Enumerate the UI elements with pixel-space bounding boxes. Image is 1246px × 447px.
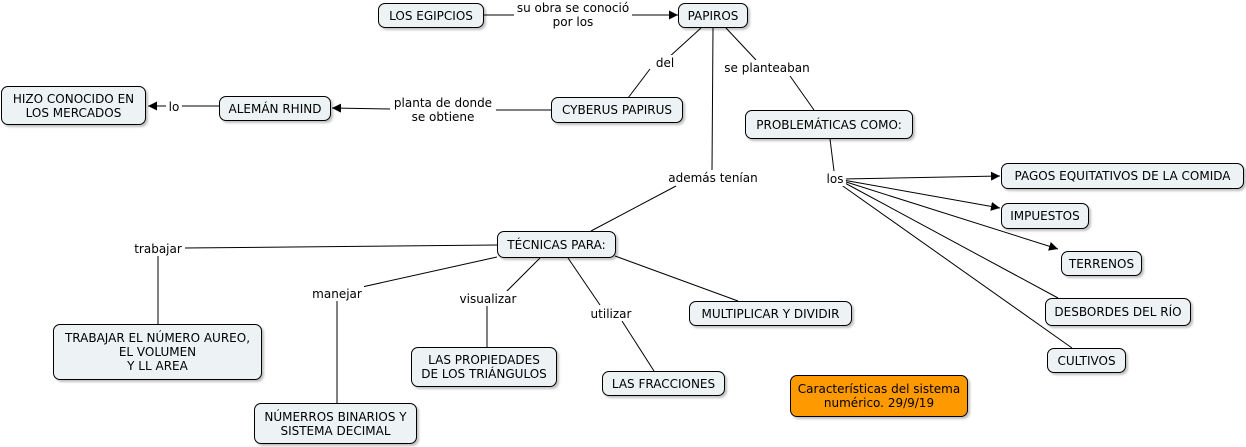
link-del-cyberus: [627, 68, 651, 99]
link-papiros-del: [667, 27, 702, 59]
node-impuestos[interactable]: IMPUESTOS: [1001, 203, 1089, 229]
link-label-utilizar: utilizar: [589, 306, 633, 321]
node-papiros[interactable]: PAPIROS: [678, 3, 748, 28]
link-tecnicas-visualizar: [505, 257, 541, 293]
node-desbordes-rio[interactable]: DESBORDES DEL RÍO: [1045, 298, 1191, 326]
link-label-trabajar: trabajar: [131, 241, 185, 256]
node-tecnicas[interactable]: TÉCNICAS PARA:: [497, 231, 616, 258]
node-propiedades-triangulos[interactable]: LAS PROPIEDADES DE LOS TRIÁNGULOS: [411, 347, 557, 387]
node-pagos-equitativos[interactable]: PAGOS EQUITATIVOS DE LA COMIDA: [1001, 163, 1244, 189]
link-tecnicas-manejar: [361, 256, 498, 288]
link-planta-aleman: [331, 103, 393, 113]
link-label-manejar: manejar: [310, 286, 364, 301]
node-trabajar-aureo[interactable]: TRABAJAR EL NÚMERO AUREO, EL VOLUMEN Y L…: [53, 324, 262, 380]
link-tecnicas-trabajar: [183, 244, 498, 249]
link-ademas-tecnicas: [590, 185, 677, 232]
link-problematicas-los: [829, 138, 835, 172]
link-label-se-planteaban: se planteaban: [722, 60, 812, 75]
link-label-su-obra: su obra se conoció por los: [514, 1, 632, 29]
link-los-desbordes: [842, 181, 1059, 299]
link-los-pagos: [842, 171, 1001, 181]
link-utilizar-fracciones: [621, 320, 655, 372]
node-caracteristicas[interactable]: Características del sistema numérico. 29…: [790, 375, 968, 417]
link-label-los: los: [824, 171, 846, 186]
link-label-del: del: [652, 55, 678, 70]
link-tecnicas-utilizar: [567, 257, 601, 306]
node-fracciones[interactable]: LAS FRACCIONES: [602, 371, 725, 396]
link-tecnicas-multiplicar: [614, 255, 739, 302]
link-label-planta: planta de donde se obtiene: [390, 95, 496, 124]
node-cultivos[interactable]: CULTIVOS: [1047, 348, 1126, 373]
node-hizo-conocido[interactable]: HIZO CONOCIDO EN LOS MERCADOS: [1, 86, 146, 125]
node-los-egipcios[interactable]: LOS EGIPCIOS: [378, 3, 484, 28]
node-cyberus-papirus[interactable]: CYBERUS PAPIRUS: [551, 97, 683, 123]
node-multiplicar-dividir[interactable]: MULTIPLICAR Y DIVIDIR: [689, 301, 852, 326]
link-label-visualizar: visualizar: [457, 291, 519, 306]
node-aleman-rhind[interactable]: ALEMÁN RHIND: [219, 96, 331, 121]
link-los-terrenos: [842, 180, 1059, 251]
node-problematicas[interactable]: PROBLEMÁTICAS COMO:: [745, 110, 913, 139]
link-label-ademas: además tenían: [666, 170, 760, 185]
link-papiros-planteaban: [725, 27, 757, 61]
node-numeros-binarios[interactable]: NÚMERROS BINARIOS Y SISTEMA DECIMAL: [254, 403, 417, 444]
link-label-lo: lo: [166, 99, 182, 114]
link-los-cultivos: [839, 183, 1073, 349]
link-los-impuestos: [842, 179, 1001, 211]
link-planteaban-problematicas: [789, 75, 815, 111]
node-terrenos[interactable]: TERRENOS: [1061, 251, 1142, 276]
link-papiros-ademas: [711, 27, 714, 171]
